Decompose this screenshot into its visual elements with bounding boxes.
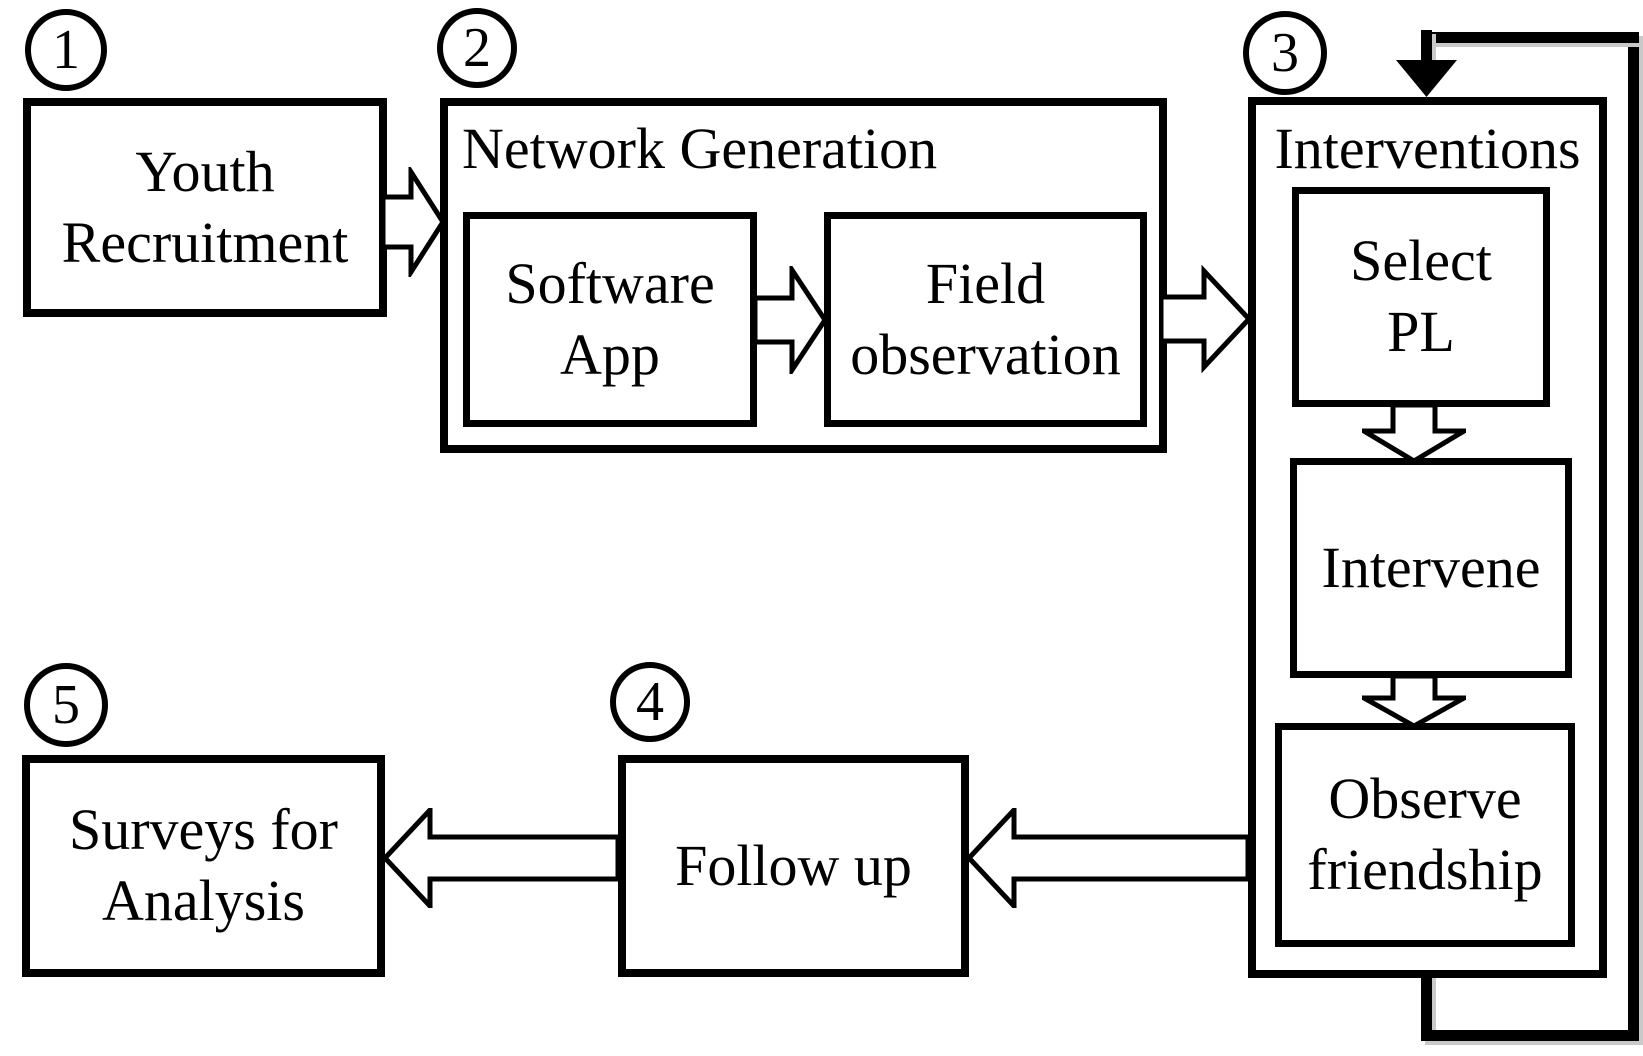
node-intervene: Intervene — [1290, 458, 1572, 678]
arrow-interventions-to-followup-icon — [967, 808, 1250, 908]
loop-right-line — [1628, 32, 1639, 1041]
step-badge-4: 4 — [610, 662, 690, 742]
node-observe-friendship: Observe friendship — [1275, 723, 1575, 947]
step-badge-1: 1 — [25, 9, 107, 91]
loop-top-line — [1421, 32, 1639, 43]
loop-bottom-stub-line — [1421, 974, 1432, 1041]
step-badge-2: 2 — [437, 8, 517, 88]
node-follow-up: Follow up — [618, 755, 969, 977]
node-surveys-for-analysis: Surveys for Analysis — [22, 755, 385, 977]
loop-bottom-line — [1421, 1030, 1639, 1041]
interventions-title: Interventions — [1274, 116, 1581, 181]
node-youth-recruitment: Youth Recruitment — [23, 98, 387, 317]
node-select-pl: Select PL — [1292, 187, 1550, 407]
step-badge-3: 3 — [1243, 11, 1327, 95]
node-field-observation: Field observation — [824, 212, 1147, 427]
arrow-selectpl-to-intervene-icon — [1362, 405, 1466, 463]
loop-entry-line — [1421, 30, 1432, 64]
network-generation-title: Network Generation — [462, 116, 938, 181]
arrow-followup-to-surveys-icon — [383, 808, 620, 908]
step-badge-5: 5 — [24, 663, 108, 747]
arrow-intervene-to-observe-icon — [1362, 676, 1466, 728]
node-software-app: Software App — [463, 212, 757, 427]
arrow-software-to-field-icon — [755, 266, 827, 374]
arrow-youth-to-network-icon — [383, 167, 445, 277]
loop-arrowhead-down-icon — [1396, 60, 1457, 97]
arrow-network-to-interventions-icon — [1161, 265, 1251, 373]
